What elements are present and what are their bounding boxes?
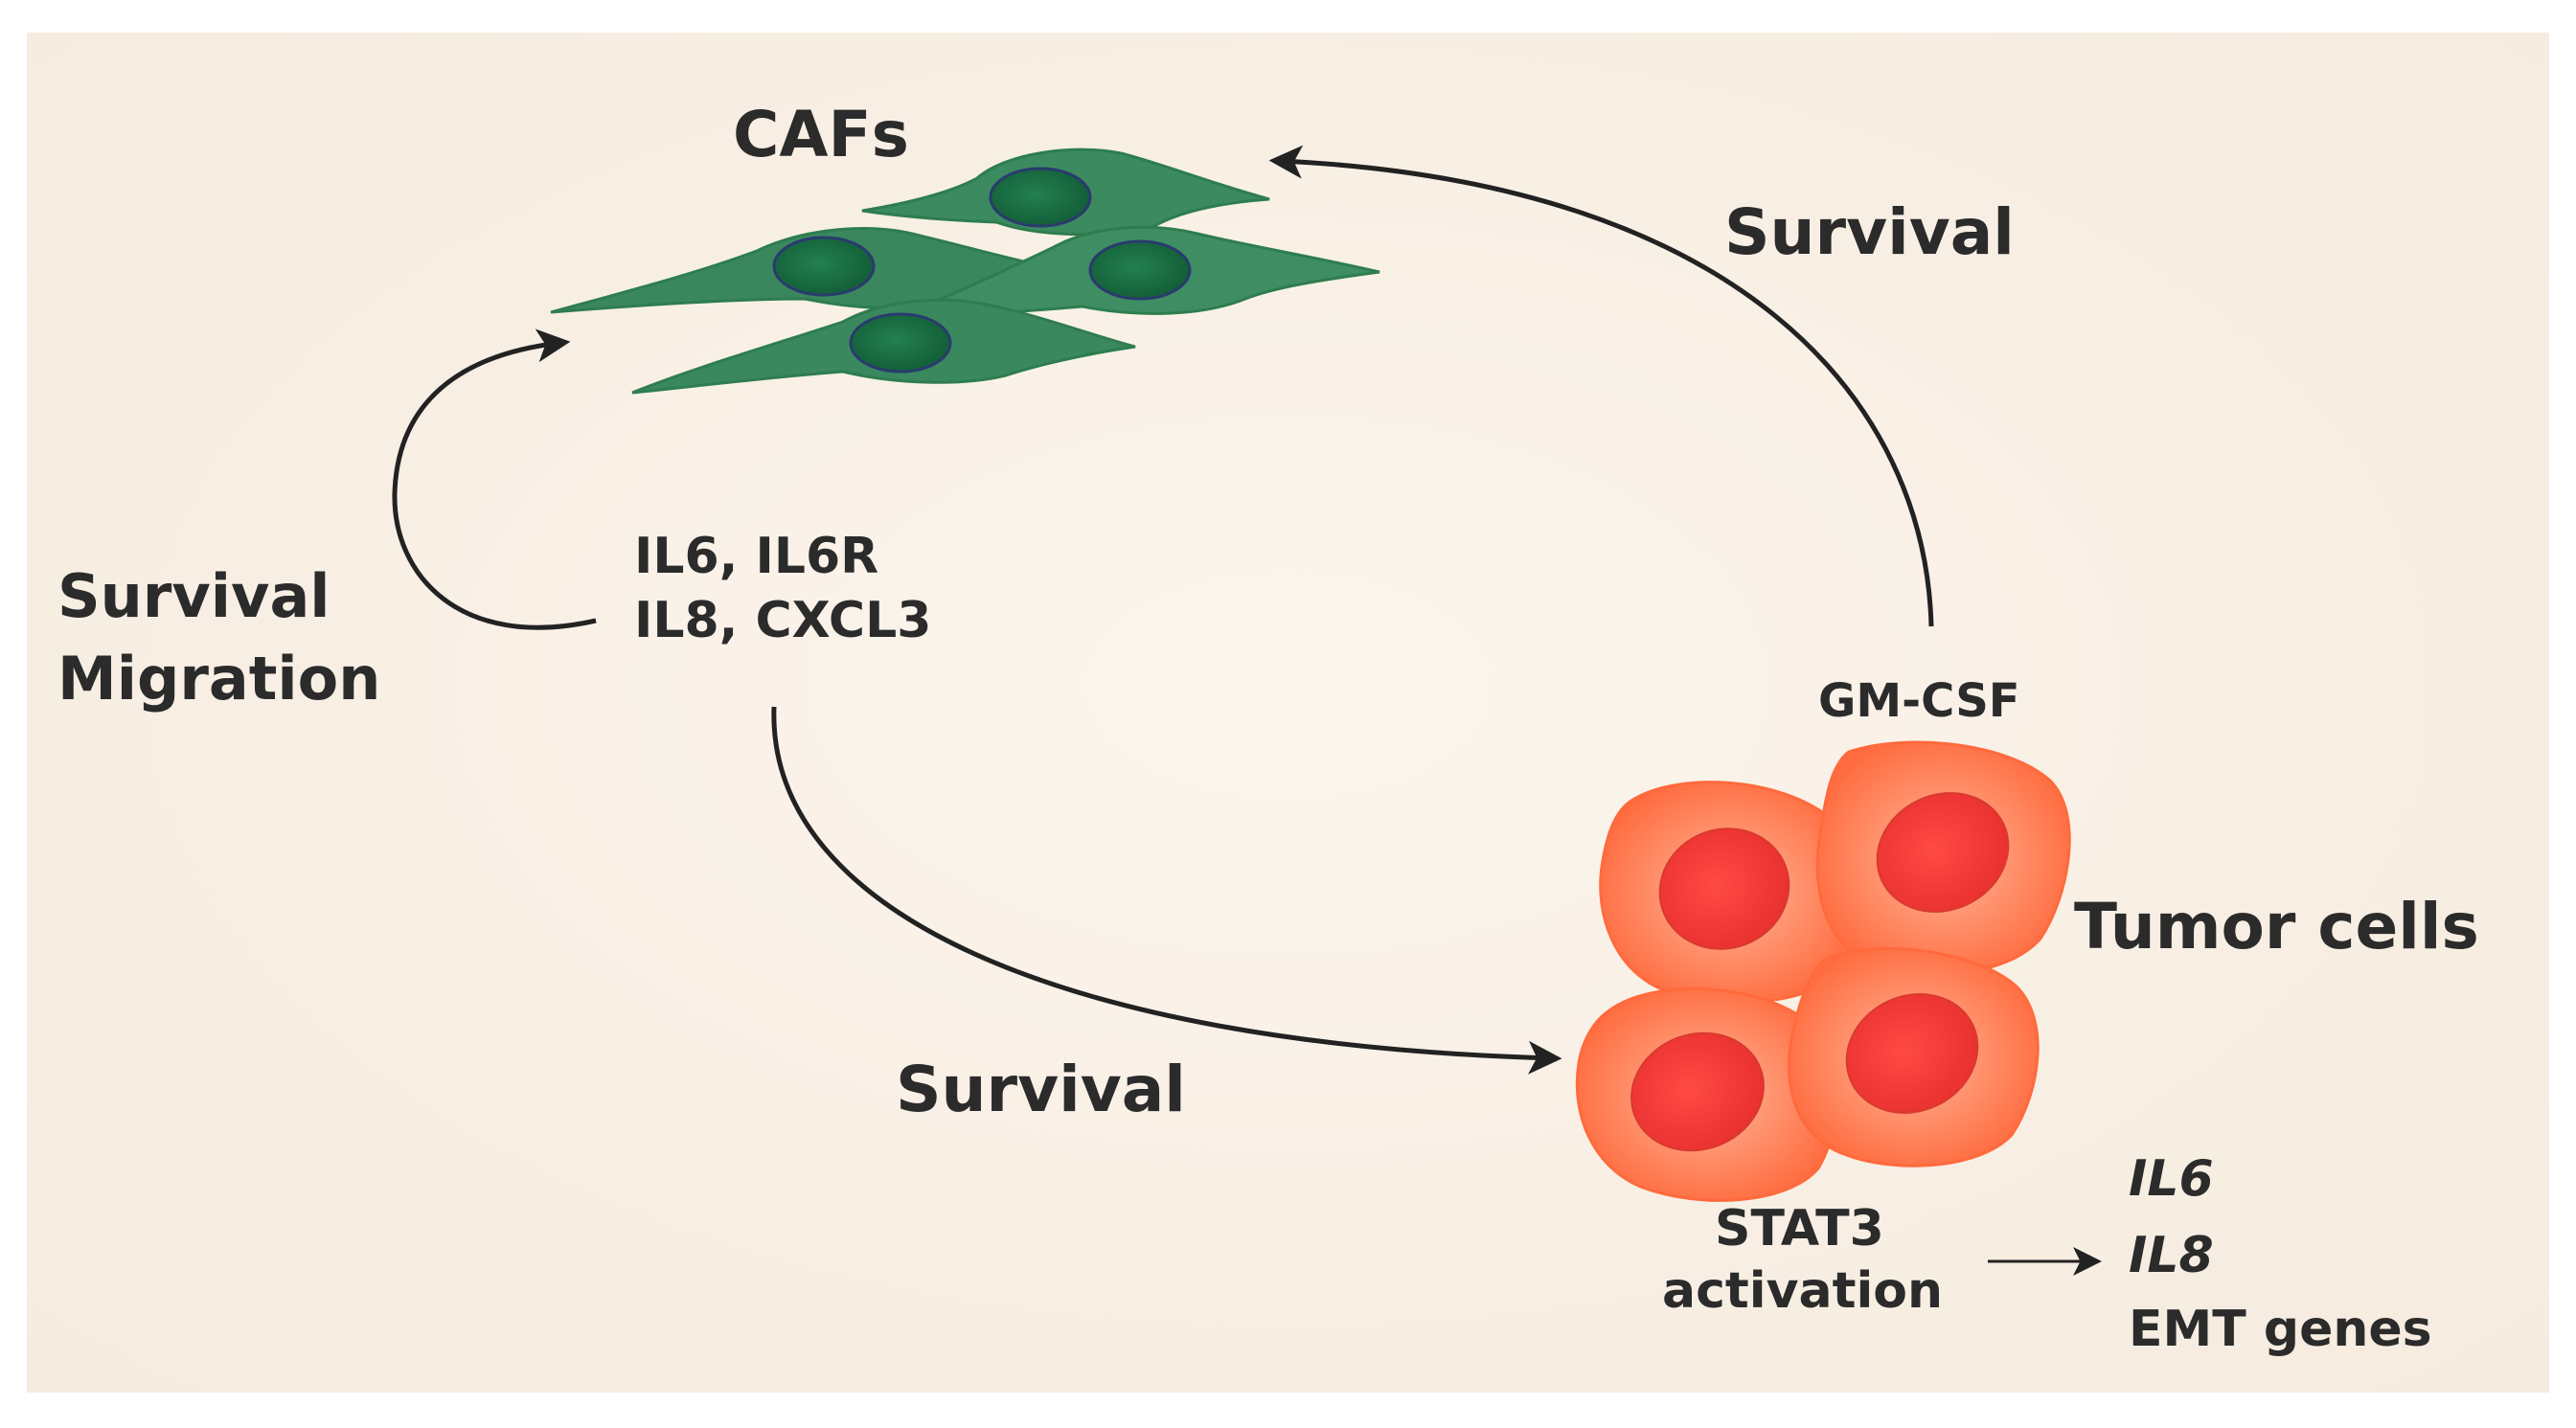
cafs-label: CAFs — [733, 98, 909, 171]
stat3-label: STAT3 — [1715, 1200, 1884, 1258]
gene-il6-label: IL6 — [2129, 1150, 2214, 1208]
tumor-cells-label: Tumor cells — [2074, 890, 2479, 963]
arrow-gmcsf-to-cafs — [1268, 145, 1934, 627]
survival-top-label: Survival — [1724, 195, 2015, 269]
gm-csf-label: GM-CSF — [1818, 674, 2020, 728]
gene-emt-label: EMT genes — [2129, 1301, 2432, 1358]
tumor-cells-icon — [1575, 740, 2071, 1202]
arrow-autocrine-cafs — [392, 329, 597, 630]
gene-il8-label: IL8 — [2129, 1227, 2214, 1284]
cytokines-line1: IL6, IL6R — [634, 528, 879, 585]
survival-bottom-label: Survival — [896, 1053, 1186, 1126]
cytokines-line2: IL8, CXCL3 — [634, 592, 932, 649]
survival-left-label: Survival — [57, 561, 331, 631]
migration-left-label: Migration — [57, 644, 381, 714]
caf-cells-icon — [550, 147, 1380, 395]
arrow-cafs-to-tumor — [771, 706, 1562, 1075]
activation-label: activation — [1662, 1262, 1944, 1320]
